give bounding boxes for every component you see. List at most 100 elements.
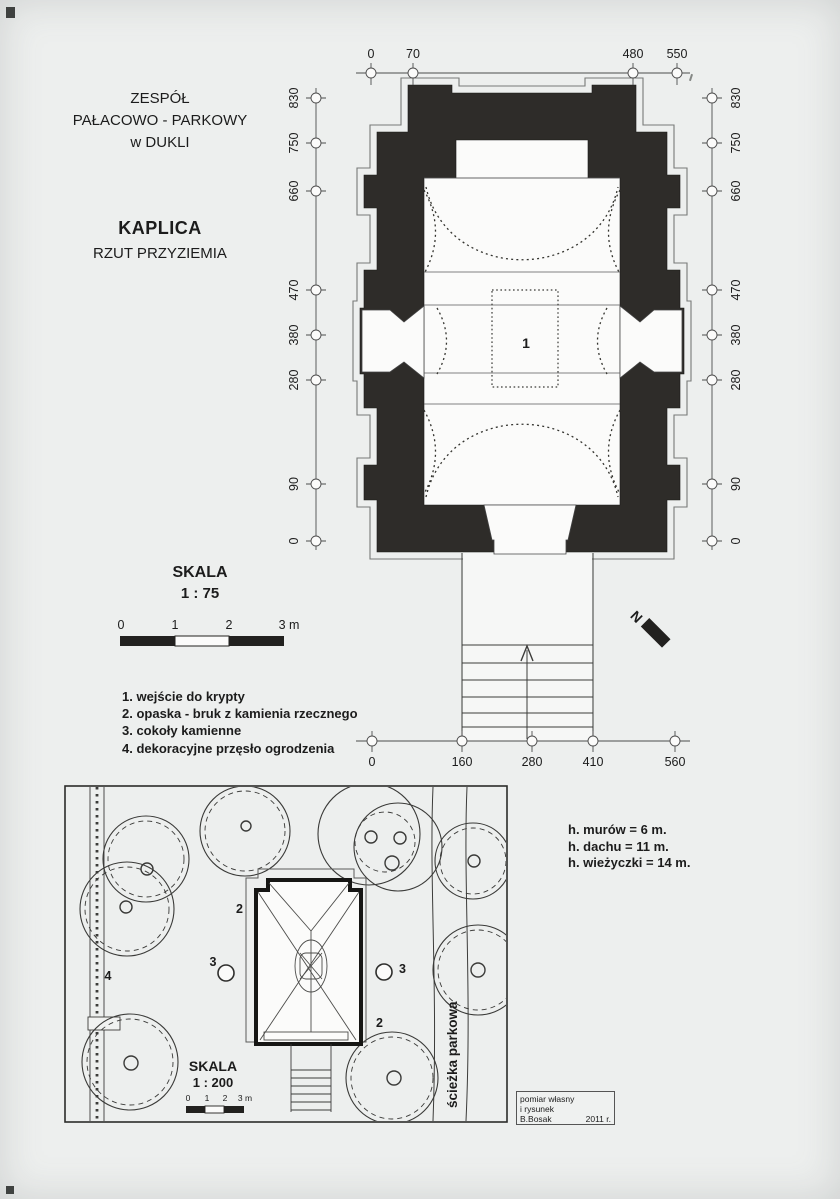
- dim-axis-bottom-labels: 0 160 280 410 560: [369, 755, 686, 769]
- svg-text:480: 480: [623, 47, 644, 61]
- svg-text:380: 380: [287, 325, 301, 346]
- svg-text:0: 0: [118, 618, 125, 632]
- svg-text:90: 90: [287, 477, 301, 491]
- svg-text:N: N: [627, 607, 645, 625]
- tree: [434, 822, 506, 900]
- park-path-label: ścieżka parkowa: [445, 1001, 460, 1108]
- svg-text:2: 2: [236, 902, 243, 916]
- site-plan-scale: SKALA 1 : 200: [173, 1058, 253, 1090]
- entrance-opening: [483, 504, 577, 555]
- chapel-stairs: [290, 1044, 332, 1112]
- scan-speck: [6, 1186, 14, 1194]
- svg-text:0: 0: [729, 537, 743, 544]
- svg-text:380: 380: [729, 325, 743, 346]
- complex-name-line3: w DUKLI: [130, 134, 190, 151]
- chapel-footprint: [245, 868, 367, 1112]
- dim-axis-top-labels: 0 70 480 550: [368, 47, 688, 61]
- scalebar-75: 0 1 2 3 m: [118, 618, 300, 647]
- svg-text:280: 280: [287, 370, 301, 391]
- chapel-roof-lines: [257, 882, 360, 1041]
- tree-cluster: [317, 787, 443, 892]
- crypt-entrance-outline: [491, 289, 559, 388]
- dim-axis-right-labels: 830 750 660 470 380 280 90 0: [729, 88, 743, 545]
- legend-item: 3. cokoły kamienne: [122, 723, 242, 739]
- svg-text:3 m: 3 m: [279, 618, 300, 632]
- floor-plan-scale: SKALA 1 : 75: [130, 564, 270, 602]
- drawing-title: KAPLICA: [118, 218, 202, 238]
- svg-text:3: 3: [210, 955, 217, 969]
- tree: [432, 924, 506, 1016]
- credit-line1: pomiar własny: [520, 1094, 575, 1104]
- tree: [345, 1031, 439, 1121]
- trees: [79, 787, 506, 1121]
- svg-text:160: 160: [452, 755, 473, 769]
- window-reveal-right: [619, 305, 683, 379]
- svg-text:470: 470: [287, 280, 301, 301]
- complex-name-line2: PAŁACOWO - PARKOWY: [72, 112, 248, 129]
- drawing-subtitle: RZUT PRZYZIEMIA: [93, 245, 227, 262]
- dim-axis-left-labels: 830 750 660 470 380 280 90 0: [287, 88, 301, 545]
- svg-text:280: 280: [522, 755, 543, 769]
- title-block: pomiar własny i rysunek B.Bosak 2011 r.: [516, 1091, 615, 1125]
- floor-plan-scale-ratio: 1 : 75: [180, 585, 220, 602]
- window-reveal-left: [361, 305, 425, 379]
- height-note-turret: h. wieżyczki = 14 m.: [568, 855, 691, 870]
- site-plan-scale-label: SKALA: [188, 1058, 238, 1074]
- legend-item: 4. dekoracyjne przęsło ogrodzenia: [122, 740, 335, 756]
- bay-lines: [424, 177, 620, 405]
- svg-text:560: 560: [665, 755, 686, 769]
- tree: [81, 1013, 179, 1111]
- exterior-stairs: [461, 553, 594, 740]
- svg-text:4: 4: [105, 969, 112, 983]
- svg-text:280: 280: [729, 370, 743, 391]
- plinth-markers: [217, 963, 393, 982]
- floor-plan-scale-label: SKALA: [172, 564, 228, 581]
- svg-text:470: 470: [729, 280, 743, 301]
- svg-text:1: 1: [205, 1093, 210, 1103]
- height-note-walls: h. murów = 6 m.: [568, 822, 667, 837]
- svg-text:0: 0: [287, 537, 301, 544]
- svg-text:0: 0: [186, 1093, 191, 1103]
- dim-axis-right: [702, 88, 722, 550]
- site-plan: 2 3 3 2 4 ścieżka parkowa 0 1 2 3 m: [64, 785, 508, 1123]
- altar-recess-floor: [456, 140, 588, 178]
- tree: [199, 787, 291, 877]
- svg-text:90: 90: [729, 477, 743, 491]
- dim-axis-left: [306, 88, 326, 550]
- svg-text:830: 830: [729, 88, 743, 109]
- height-note-roof: h. dachu = 11 m.: [568, 838, 669, 854]
- svg-text:660: 660: [287, 181, 301, 202]
- svg-text:660: 660: [729, 181, 743, 202]
- crypt-entrance-label: 1: [522, 335, 530, 351]
- height-notes: h. murów = 6 m. h. dachu = 11 m. h. wież…: [568, 822, 690, 872]
- svg-text:3 m: 3 m: [238, 1093, 252, 1103]
- park-path-lines: [431, 787, 469, 1121]
- svg-text:550: 550: [667, 47, 688, 61]
- credit-line2: i rysunek: [520, 1104, 555, 1115]
- complex-name-line1: ZESPÓŁ: [130, 90, 190, 107]
- svg-text:70: 70: [406, 47, 420, 61]
- scan-speck: [6, 7, 15, 18]
- svg-text:1: 1: [172, 618, 179, 632]
- paving-band-outline: [352, 77, 692, 560]
- dim-axis-bottom: [356, 731, 690, 752]
- credit-year: 2011 r.: [585, 1114, 611, 1125]
- svg-text:830: 830: [287, 88, 301, 109]
- nave-floor: [424, 178, 620, 505]
- tree: [79, 861, 175, 957]
- svg-text:0: 0: [368, 47, 375, 61]
- svg-text:0: 0: [369, 755, 376, 769]
- site-plan-border: [64, 785, 508, 1123]
- credit-author: B.Bosak: [520, 1114, 552, 1125]
- svg-text:410: 410: [583, 755, 604, 769]
- legend-item: 1. wejście do krypty: [122, 689, 245, 704]
- chapel-walls: [254, 878, 363, 1046]
- complex-name: ZESPÓŁ PAŁACOWO - PARKOWY w DUKLI: [40, 88, 280, 154]
- scalebar-200: 0 1 2 3 m: [186, 1093, 252, 1114]
- svg-text:2: 2: [376, 1016, 383, 1030]
- legend: 1. wejście do krypty 2. opaska - bruk z …: [122, 688, 358, 757]
- site-plan-scale-ratio: 1 : 200: [192, 1075, 234, 1090]
- floor-plan: 1: [118, 47, 743, 769]
